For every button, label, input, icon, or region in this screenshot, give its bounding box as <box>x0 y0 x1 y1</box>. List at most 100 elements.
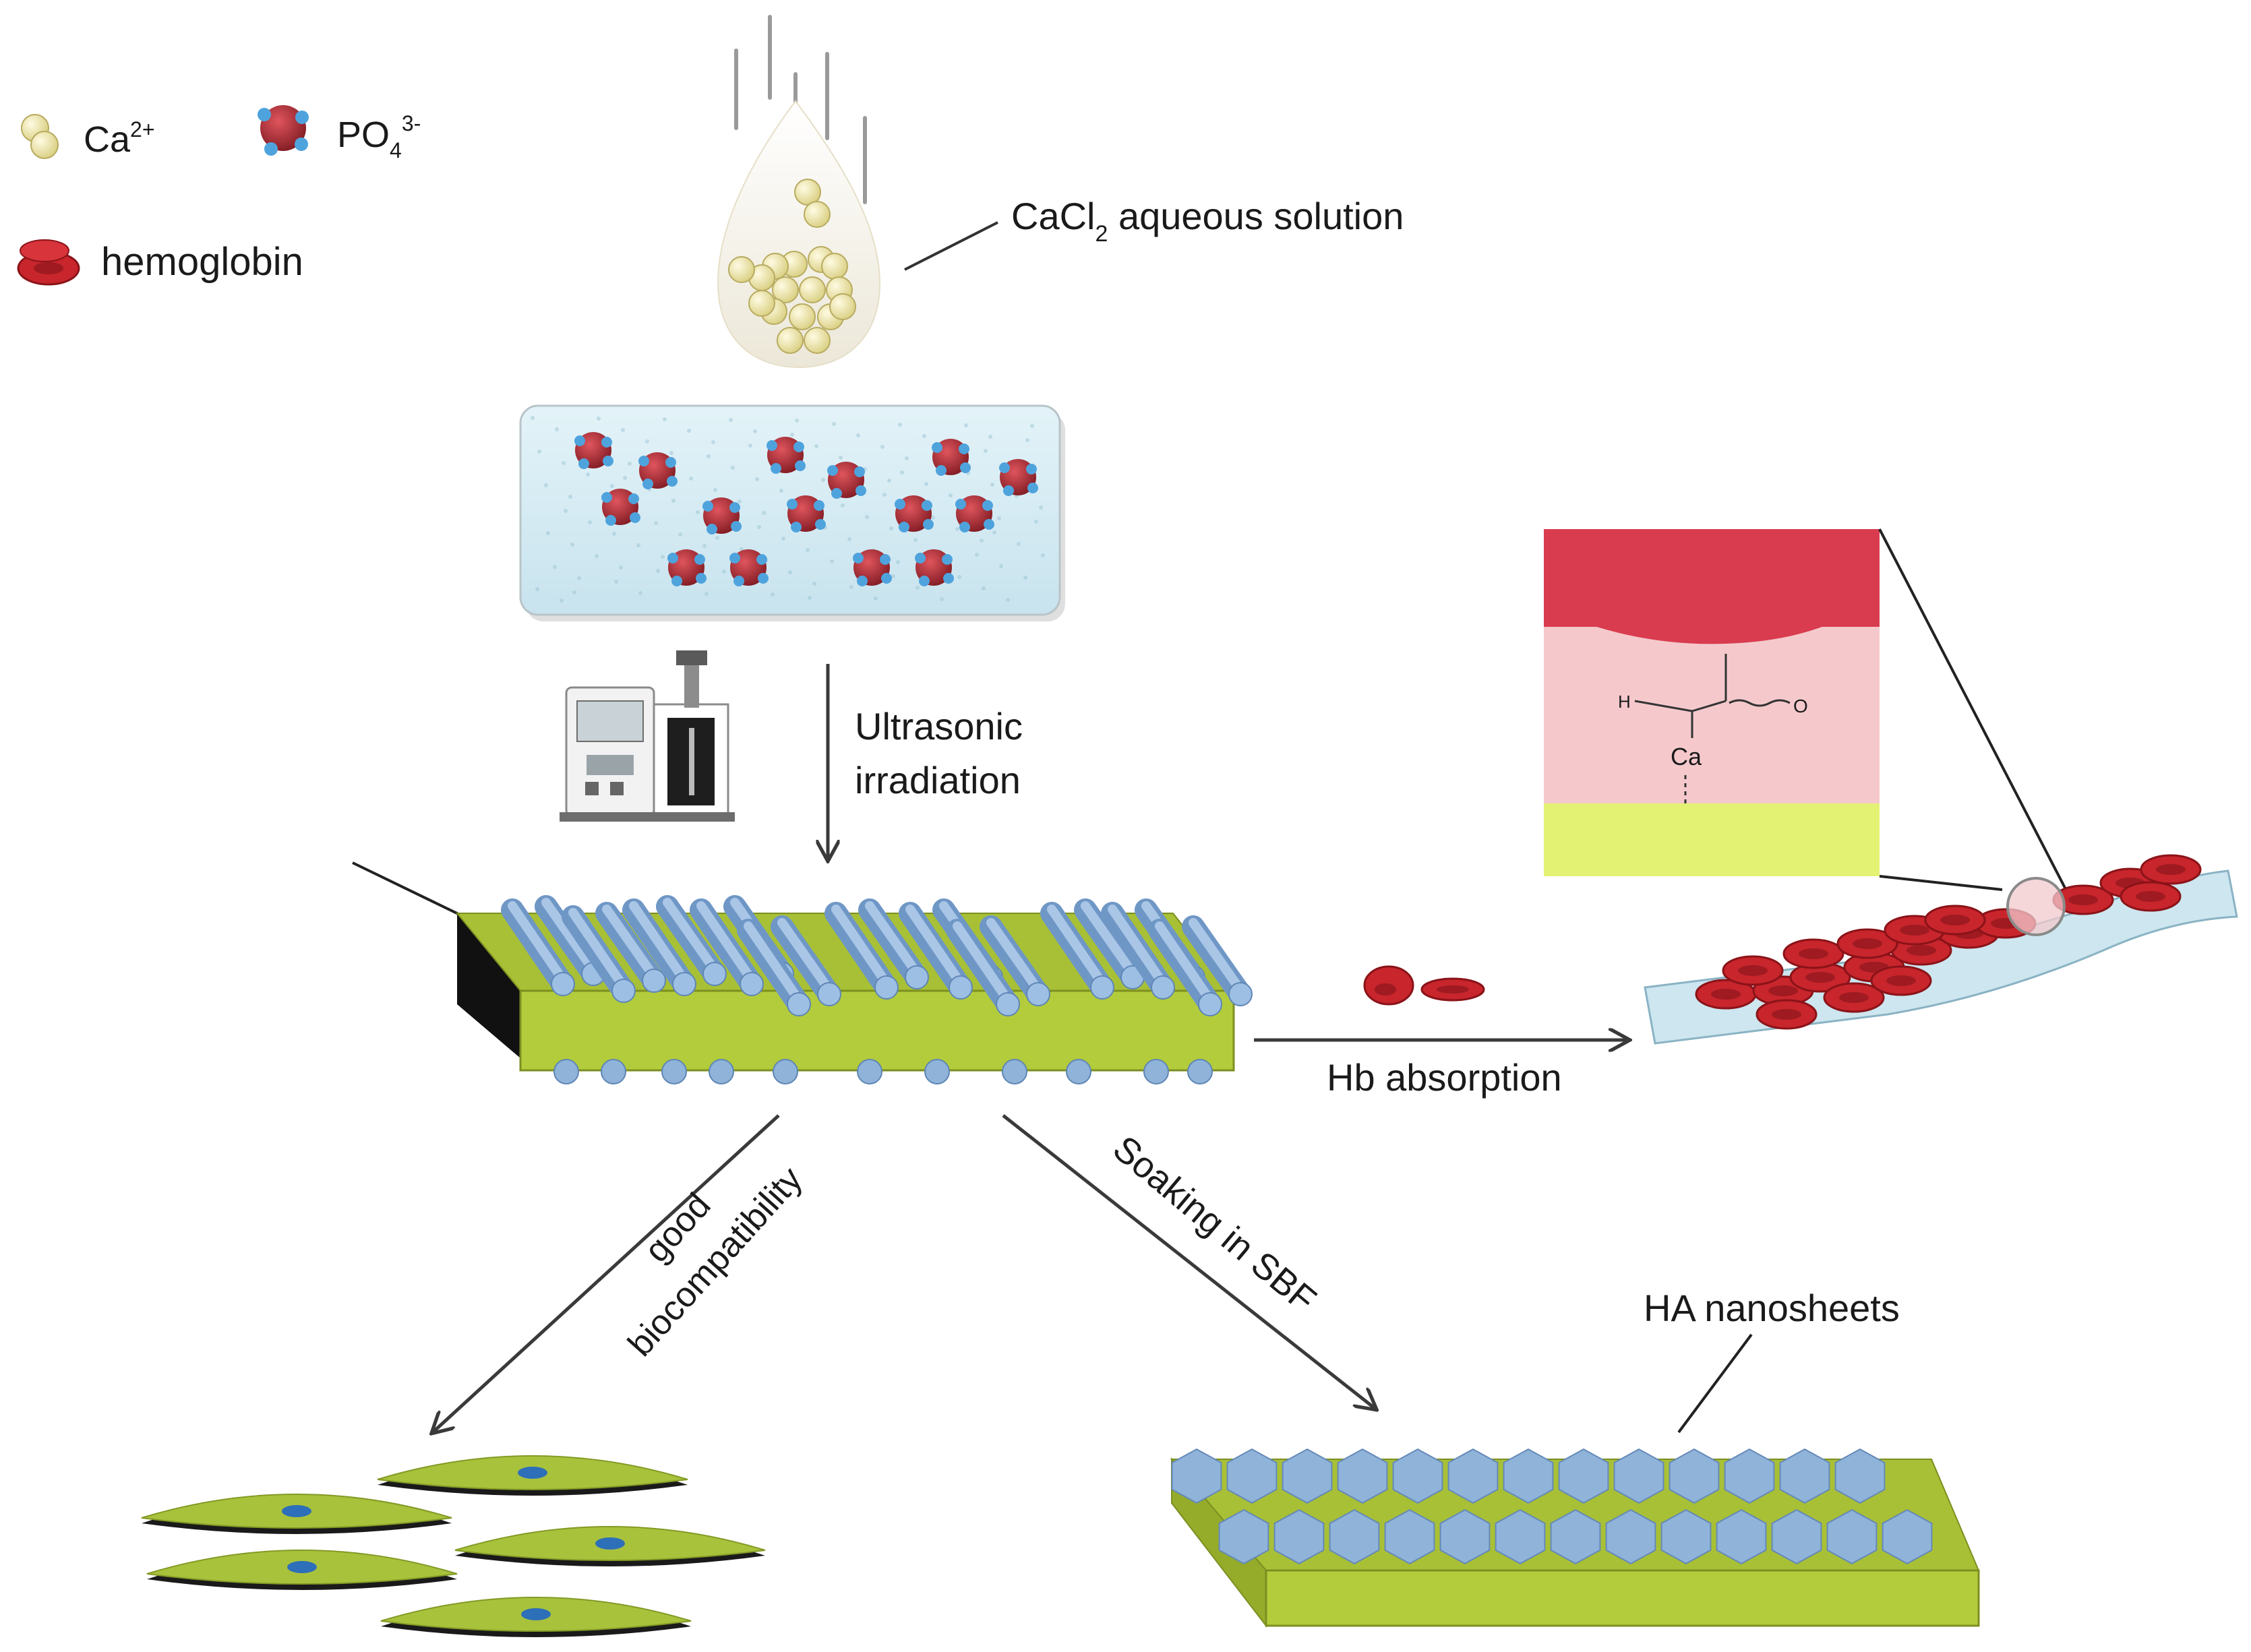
red-blood-cell <box>2140 854 2202 885</box>
nanorod <box>980 915 1050 1006</box>
solution-phosphate-ions <box>574 432 1038 586</box>
ha-nanosheet <box>1273 1508 1325 1565</box>
substrate-particle <box>1187 1059 1213 1084</box>
ha-nanosheet <box>1329 1508 1380 1565</box>
hb-loaded-strip <box>1644 854 2238 1045</box>
red-blood-cell <box>1870 965 1932 996</box>
interface-inset: H O Ca <box>1544 528 2068 892</box>
ha-nanosheet <box>1558 1448 1609 1504</box>
phosphate-ion <box>767 437 806 474</box>
nanorod <box>737 919 811 1016</box>
ha-nanosheet <box>1337 1448 1388 1504</box>
substrate-particle <box>1066 1059 1091 1084</box>
phosphate-ion <box>932 439 971 476</box>
nanorod <box>562 905 636 1003</box>
cell-nucleus <box>282 1505 311 1517</box>
ha-nanosheet <box>1503 1448 1554 1504</box>
ha-nanosheet <box>1724 1448 1775 1504</box>
nanorod <box>535 895 605 986</box>
magnifier-circle <box>2006 877 2066 936</box>
phosphate-ion <box>999 459 1038 496</box>
substrate-particle <box>924 1059 950 1084</box>
nanorod <box>595 902 666 993</box>
nanorod <box>1074 898 1145 989</box>
ultrasonic-label-line1: Ultrasonic <box>855 705 1023 747</box>
ha-nanosheet <box>1716 1508 1767 1565</box>
phosphate-solution <box>519 404 1065 621</box>
red-blood-cell <box>1836 928 1898 959</box>
cell-nucleus <box>595 1537 625 1550</box>
inset-connector-bottom <box>1879 875 2003 891</box>
phosphate-legend-icon <box>258 105 309 156</box>
phosphate-ion <box>895 495 934 532</box>
legend: Ca2+ PO43- hemoglobin <box>17 105 421 286</box>
free-hemoglobin <box>1363 965 1485 1006</box>
red-blood-cell <box>1782 938 1844 969</box>
red-blood-cell <box>1695 979 1757 1010</box>
cell-nucleus <box>287 1561 317 1573</box>
nanorod-substrate <box>455 895 1253 1084</box>
ha-substrate <box>1170 1448 1980 1628</box>
nanorod <box>622 898 696 996</box>
ha-nanosheet <box>1550 1508 1601 1565</box>
sbf-arrow <box>1002 1114 1375 1409</box>
calcium-ion <box>804 327 831 354</box>
nanorod <box>690 898 764 996</box>
phosphate-ion <box>729 549 769 586</box>
hap-nanorods <box>501 895 1253 1016</box>
substrate-particle <box>553 1059 579 1084</box>
inset-ca-label: Ca <box>1671 743 1702 770</box>
ha-nanosheet <box>1669 1448 1720 1504</box>
red-blood-cell <box>1755 999 1818 1030</box>
red-blood-cell <box>1924 905 1986 936</box>
ha-nanosheet <box>1282 1448 1333 1504</box>
substrate-particle <box>601 1059 626 1084</box>
calcium-ion <box>748 290 775 317</box>
ha-nanosheet <box>1495 1508 1546 1565</box>
phosphate-ion <box>667 549 707 586</box>
cells <box>141 1455 766 1637</box>
inset-substrate-layer <box>1544 803 1880 876</box>
ha-nanosheet <box>1447 1448 1499 1504</box>
inset-connector-top <box>1878 528 2068 892</box>
phosphate-ion <box>853 549 892 586</box>
calcium-ion <box>772 276 799 303</box>
substrate-particle <box>1143 1059 1169 1084</box>
strip-hemoglobin <box>1695 854 2202 1030</box>
nanorod <box>1148 919 1222 1016</box>
red-blood-cell <box>2120 881 2182 912</box>
ha-nanosheet <box>1384 1508 1435 1565</box>
ha-nanosheet <box>1392 1448 1443 1504</box>
phosphate-ion <box>915 549 954 586</box>
nanorod <box>946 919 1020 1016</box>
ultrasonic-label-line2: irradiation <box>855 759 1021 801</box>
ha-nanosheet <box>1218 1508 1269 1565</box>
ha-nanosheet <box>1439 1508 1491 1565</box>
calcium-ion <box>799 276 826 303</box>
red-blood-cell <box>1823 982 1885 1013</box>
cacl2-label: CaCl2 aqueous solution <box>1011 195 1404 247</box>
phosphate-ion <box>601 489 640 526</box>
cell <box>141 1494 452 1534</box>
phosphate-ion <box>955 495 994 532</box>
red-blood-cell <box>1789 962 1851 993</box>
ha-nanosheet <box>1771 1508 1822 1565</box>
cacl2-leader-line <box>904 221 998 271</box>
ultrasonic-device-icon <box>560 650 735 822</box>
calcium-ion <box>804 201 831 228</box>
phosphate-legend-label: PO43- <box>337 111 421 162</box>
nanorod <box>858 898 929 989</box>
calcium-ion <box>789 303 816 330</box>
calcium-ion <box>728 256 755 283</box>
cell <box>454 1526 766 1566</box>
ca-legend-label: Ca2+ <box>84 117 155 160</box>
ha-nanosheet <box>1834 1448 1886 1504</box>
ha-nanosheet <box>1613 1448 1664 1504</box>
inset-interface-layer <box>1544 627 1880 803</box>
hb-absorption-label: Hb absorption <box>1327 1056 1562 1099</box>
nanorod <box>1040 902 1114 1000</box>
nanorod <box>501 898 575 996</box>
drop-calcium-ions <box>728 179 856 354</box>
nanorod <box>824 902 899 1000</box>
